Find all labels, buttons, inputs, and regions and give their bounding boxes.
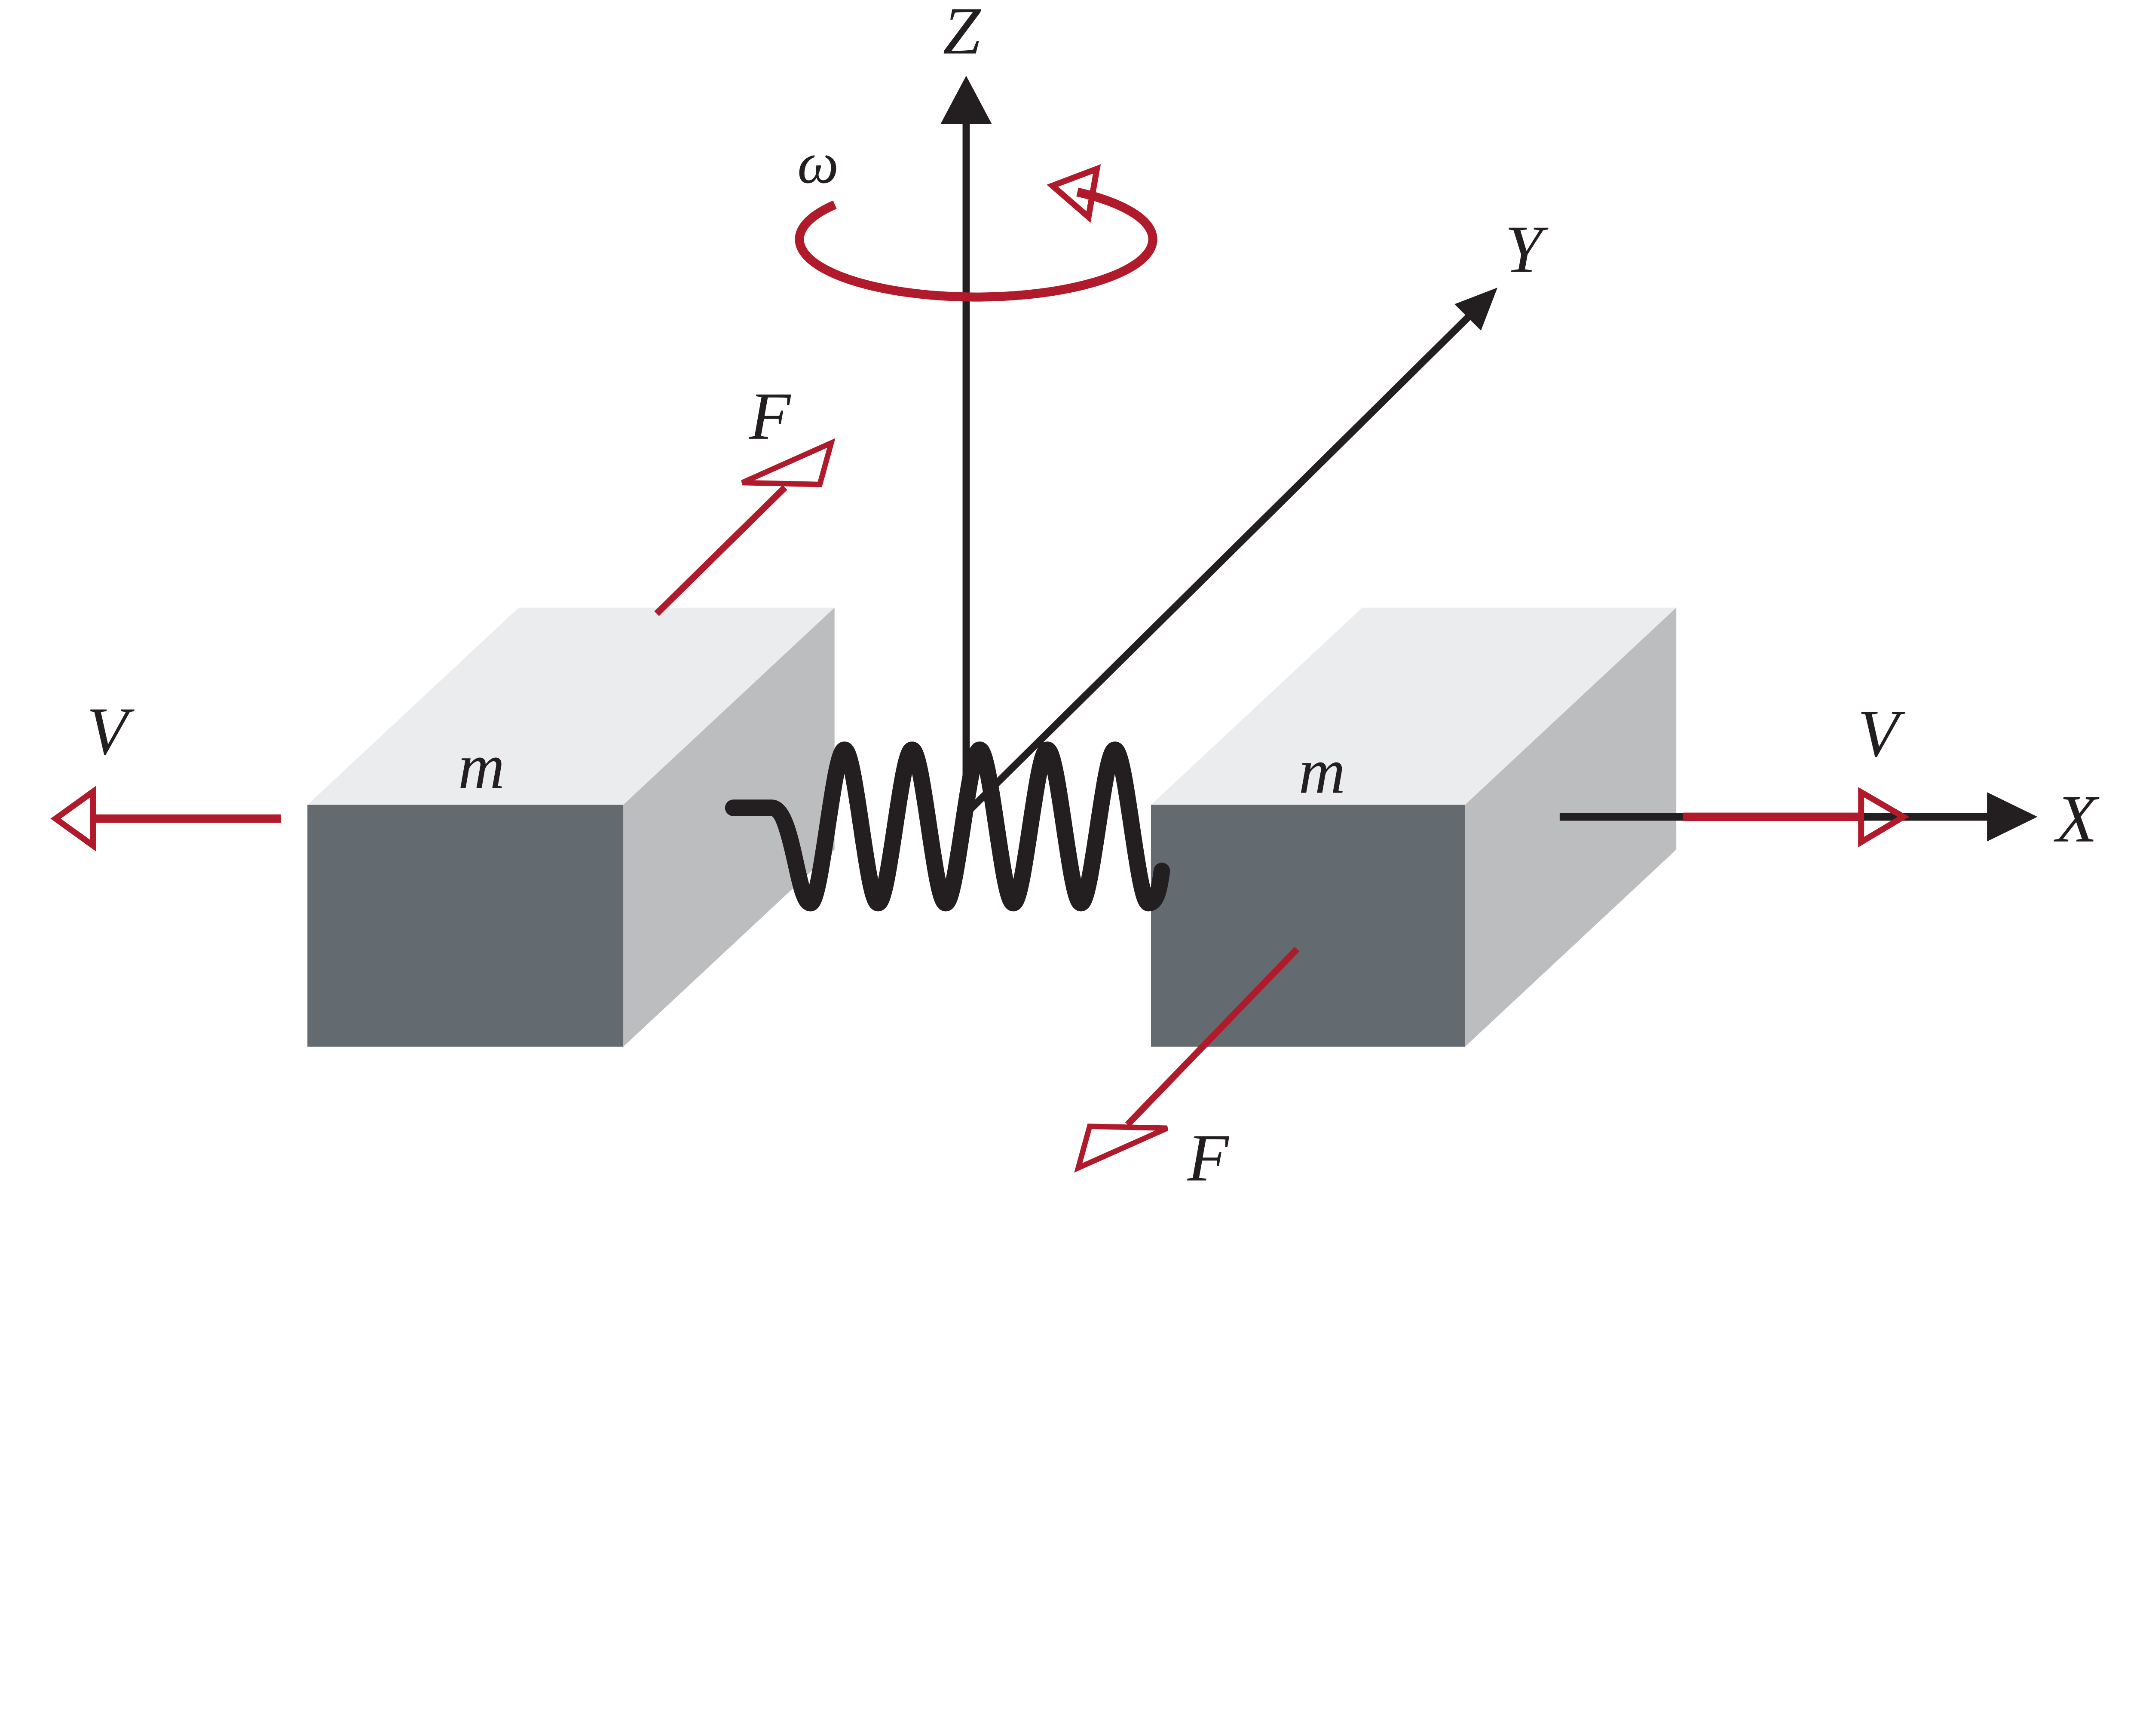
force-top-label: F: [749, 379, 791, 454]
x-axis-arrowhead-icon: [1987, 792, 2038, 842]
y-axis-line: [968, 312, 1474, 812]
right-box-side-face: [1465, 607, 1677, 1047]
mass-right-label: m: [1299, 735, 1346, 807]
x-axis-label: X: [2053, 782, 2100, 857]
force-top-line: [654, 485, 787, 616]
omega-rotation-arrow: [795, 164, 1157, 302]
left-mass-box: [307, 607, 835, 1047]
z-axis-arrowhead-icon: [940, 76, 992, 124]
velocity-right-arrowhead-icon: [1858, 787, 1910, 848]
spring-icon: [725, 741, 1170, 912]
left-box-top-face: [307, 607, 835, 805]
force-top-arrowhead-icon: [741, 438, 836, 487]
y-axis-arrowhead-icon: [1454, 288, 1498, 331]
right-mass-box: [1151, 607, 1677, 1047]
force-bottom-line: [1125, 946, 1300, 1127]
omega-rotation-arc: [795, 187, 1157, 302]
mass-left-label: m: [458, 730, 505, 802]
omega-label: ω: [797, 131, 839, 196]
spring-mass-gyroscope-diagram: Z ω Y F V m m V X F: [50, 0, 2100, 1196]
velocity-right-label: V: [1858, 696, 1906, 771]
velocity-right-arrow: [1683, 787, 1910, 848]
force-bottom-arrowhead-icon: [1074, 1124, 1169, 1173]
velocity-left-label: V: [87, 694, 135, 769]
left-box-side-face: [623, 607, 835, 1047]
velocity-left-arrow: [50, 786, 281, 852]
left-box-front-face: [307, 805, 624, 1047]
z-axis-label: Z: [943, 0, 981, 68]
force-top-arrow: [654, 438, 836, 616]
figure: Z ω Y F V m m V X F: [50, 0, 2100, 1196]
force-bottom-label: F: [1187, 1121, 1230, 1195]
omega-arrowhead-icon: [1047, 164, 1101, 223]
y-axis-label: Y: [1505, 212, 1549, 287]
velocity-left-arrowhead-icon: [50, 786, 96, 852]
right-box-top-face: [1151, 607, 1677, 805]
force-bottom-arrow: [1074, 946, 1300, 1173]
right-box-front-face: [1151, 805, 1465, 1047]
